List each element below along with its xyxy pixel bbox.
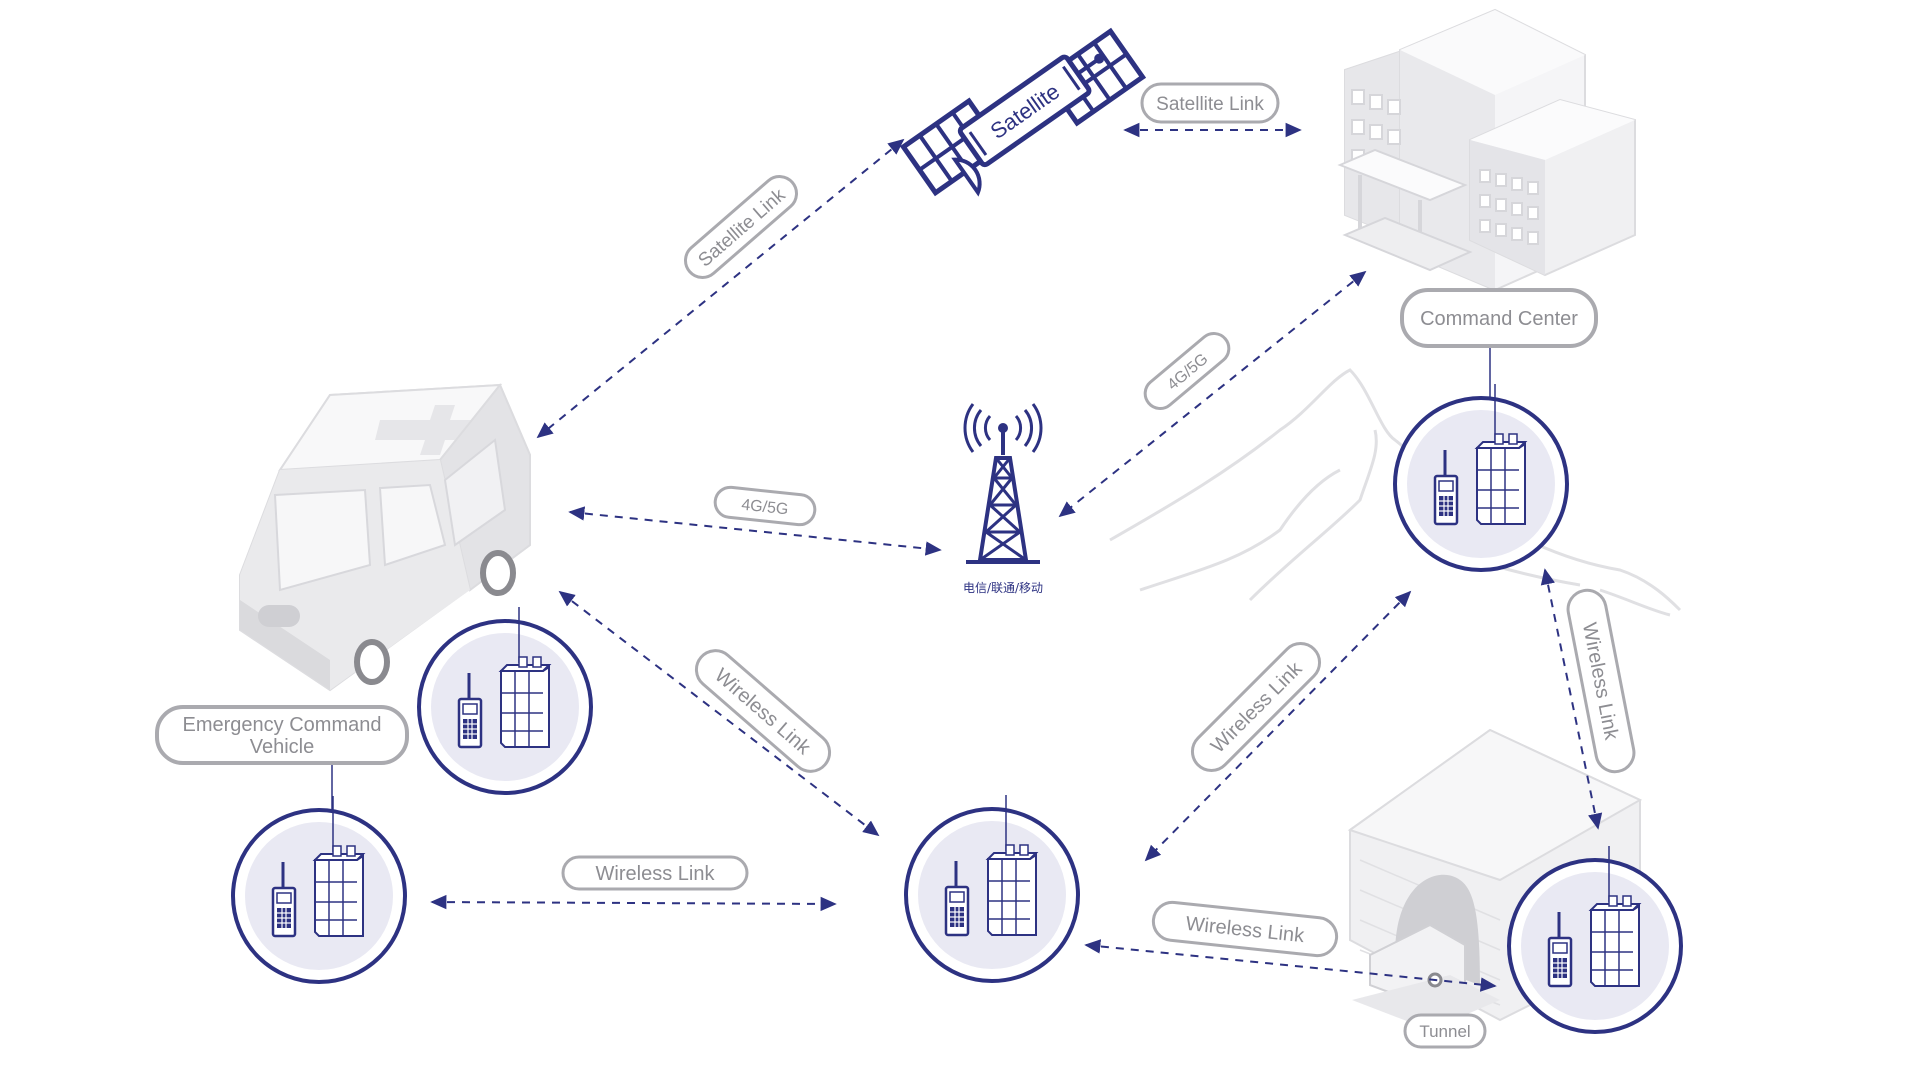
- link-label-sat-center: Satellite Link: [1140, 82, 1280, 124]
- link-middle-center: [1144, 590, 1412, 862]
- link-label-left-middle: Wireless Link: [561, 855, 749, 891]
- link-label-vehicle-middle: Wireless Link: [694, 649, 832, 773]
- link-vehicle-cell: [568, 506, 942, 556]
- svg-text:Satellite Link: Satellite Link: [694, 185, 789, 272]
- link-label-cell-center: 4G/5G: [1143, 332, 1231, 410]
- svg-text:Wireless Link: Wireless Link: [1207, 657, 1307, 757]
- svg-text:Wireless Link: Wireless Link: [710, 664, 815, 759]
- command-center-label: Command Center: [1400, 288, 1598, 348]
- links: [430, 122, 1603, 992]
- link-cell-center: [1058, 270, 1367, 518]
- svg-text:Satellite Link: Satellite Link: [1156, 94, 1264, 115]
- link-sat-vehicle: [536, 138, 905, 439]
- svg-text:Emergency Command: Emergency Command: [183, 714, 382, 736]
- svg-text:Tunnel: Tunnel: [1419, 1022, 1470, 1041]
- satellite-icon: Satellite: [903, 12, 1142, 197]
- link-vehicle-middle: [558, 590, 880, 837]
- link-label-middle-center: Wireless Link: [1190, 641, 1322, 773]
- link-label-middle-tunnel: Wireless Link: [1151, 900, 1339, 958]
- radio-node-vehicle: [417, 605, 593, 795]
- svg-text:Command Center: Command Center: [1420, 308, 1578, 330]
- radio-node-left: [231, 794, 407, 984]
- tunnel-label: Tunnel: [1403, 1013, 1487, 1049]
- link-label-sat-vehicle: Satellite Link: [684, 175, 798, 279]
- label-stems: [331, 345, 1491, 812]
- link-label-vehicle-cell: 4G/5G: [713, 485, 817, 527]
- emergency-vehicle-illustration: [239, 383, 531, 692]
- carrier-label: 电信/联通/移动: [963, 581, 1043, 595]
- emergency-vehicle-label: Emergency Command Vehicle: [155, 705, 409, 765]
- cell-tower-icon: [963, 403, 1043, 564]
- link-left-middle: [430, 894, 837, 912]
- link-label-center-tunnel: Wireless Link: [1566, 588, 1636, 774]
- command-center-building: [1337, 8, 1636, 292]
- radio-node-middle: [904, 793, 1080, 983]
- svg-text:Vehicle: Vehicle: [250, 736, 315, 758]
- svg-text:Wireless Link: Wireless Link: [596, 863, 716, 885]
- svg-text:4G/5G: 4G/5G: [741, 497, 790, 519]
- radio-node-command-center: [1393, 382, 1569, 572]
